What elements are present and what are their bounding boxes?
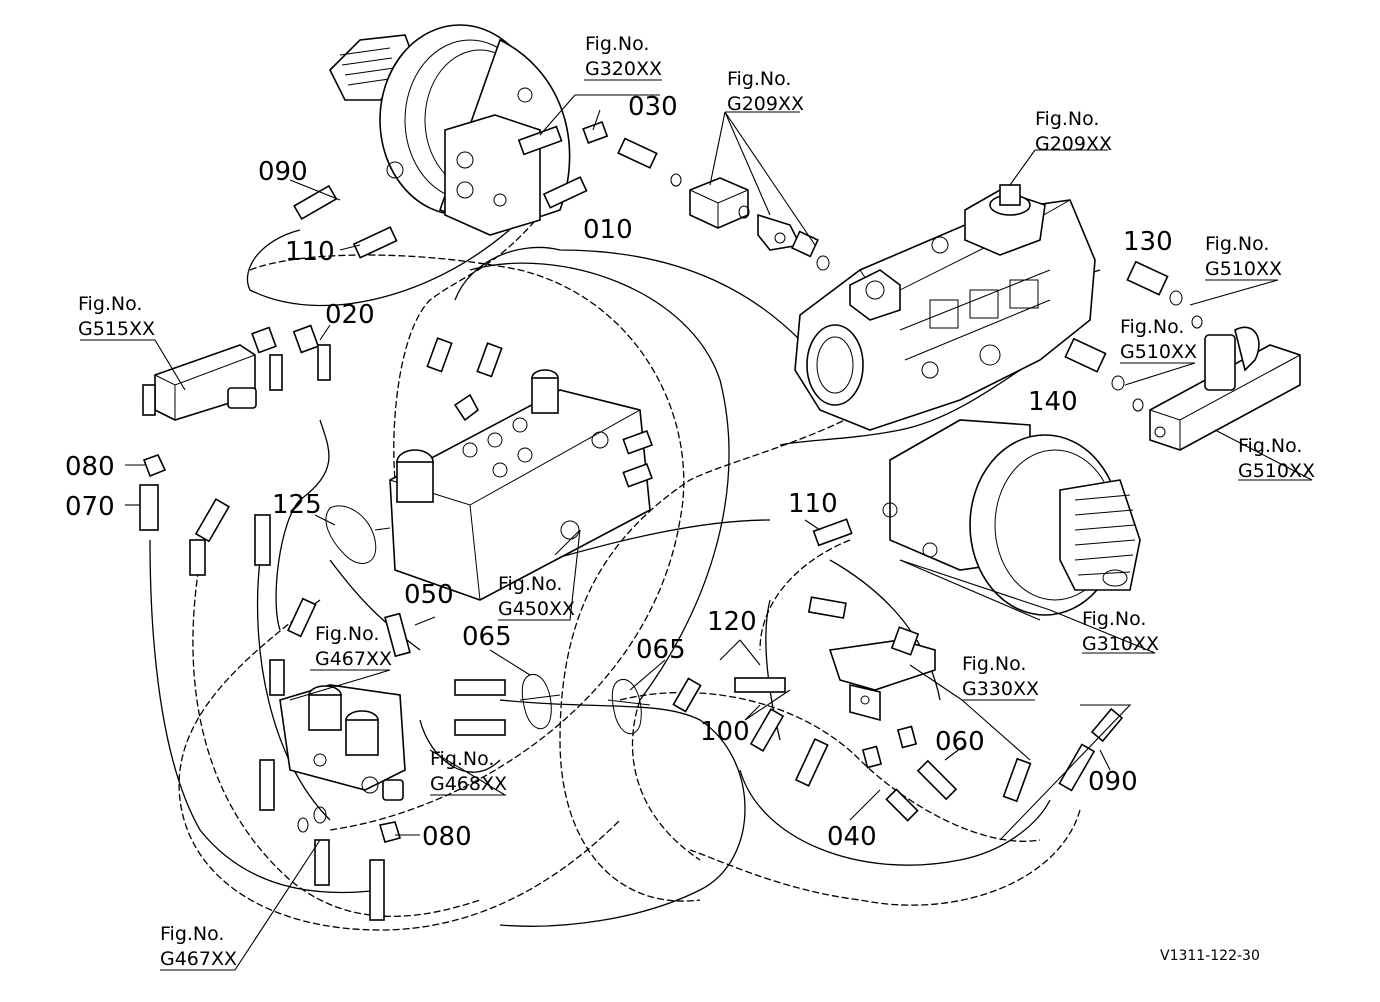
part-080-left: 080: [65, 452, 115, 482]
fig-number-g467-b: G467XX: [160, 948, 237, 970]
fig-number-g515: G515XX: [78, 318, 155, 340]
part-070: 070: [65, 492, 115, 522]
part-100: 100: [700, 717, 750, 747]
travel-motor-right: [882, 419, 1141, 616]
fig-label-g510-b: Fig.No.: [1120, 316, 1184, 338]
manifold-left: [142, 324, 320, 421]
fig-number-g310: G310XX: [1082, 633, 1159, 655]
fig-label-g450: Fig.No.: [498, 573, 562, 595]
bracket-right: [828, 626, 936, 722]
hose-routing: [149, 189, 1101, 931]
part-065-left: 065: [462, 622, 512, 652]
diagram-code: V1311-122-30: [1160, 948, 1260, 964]
part-125: 125: [272, 490, 322, 520]
fig-label-g209-a: Fig.No.: [727, 68, 791, 90]
fig-number-g467-a: G467XX: [315, 648, 392, 670]
travel-motor-top: [329, 24, 571, 236]
main-pump: [794, 184, 1096, 431]
fig-label-g209-b: Fig.No.: [1035, 108, 1099, 130]
part-080-bottom: 080: [422, 822, 472, 852]
part-090-right: 090: [1088, 767, 1138, 797]
leader-lines: [80, 94, 1313, 971]
part-090-top: 090: [258, 157, 308, 187]
fig-label-g467-b: Fig.No.: [160, 923, 224, 945]
fig-label-g320: Fig.No.: [585, 33, 649, 55]
fig-number-g209-a: G209XX: [727, 93, 804, 115]
fig-number-g209-b: G209XX: [1035, 133, 1112, 155]
part-030: 030: [628, 92, 678, 122]
part-130: 130: [1123, 227, 1173, 257]
hose-fittings: [139, 120, 1124, 921]
fig-label-g515: Fig.No.: [78, 293, 142, 315]
fig-number-g330: G330XX: [962, 678, 1039, 700]
part-120: 120: [707, 607, 757, 637]
valve-block-right: [1064, 260, 1301, 451]
fig-label-g468: Fig.No.: [430, 748, 494, 770]
fig-label-g310: Fig.No.: [1082, 608, 1146, 630]
part-060: 060: [935, 727, 985, 757]
figure-references: Fig.No. G320XX Fig.No. G209XX Fig.No. G2…: [78, 33, 1315, 970]
fig-label-g510-c: Fig.No.: [1238, 435, 1302, 457]
fig-label-g330: Fig.No.: [962, 653, 1026, 675]
part-110-right: 110: [788, 489, 838, 519]
fig-label-g510-a: Fig.No.: [1205, 233, 1269, 255]
control-valve: [389, 369, 653, 601]
fig-label-g467-a: Fig.No.: [315, 623, 379, 645]
fig-number-g510-a: G510XX: [1205, 258, 1282, 280]
part-050: 050: [404, 580, 454, 610]
fig-number-g510-b: G510XX: [1120, 341, 1197, 363]
part-110-top: 110: [285, 237, 335, 267]
fig-number-g450: G450XX: [498, 598, 575, 620]
fig-number-g510-c: G510XX: [1238, 460, 1315, 482]
part-numbers: 030 090 110 010 020 130 140 080 070 125 …: [65, 92, 1173, 852]
part-010: 010: [583, 215, 633, 245]
part-020: 020: [325, 300, 375, 330]
part-140: 140: [1028, 387, 1078, 417]
part-040: 040: [827, 822, 877, 852]
fig-number-g320: G320XX: [585, 58, 662, 80]
fig-number-g468: G468XX: [430, 773, 507, 795]
part-065-right: 065: [636, 635, 686, 665]
solenoid-valve: [279, 684, 406, 801]
valve-block-top: [617, 137, 830, 271]
